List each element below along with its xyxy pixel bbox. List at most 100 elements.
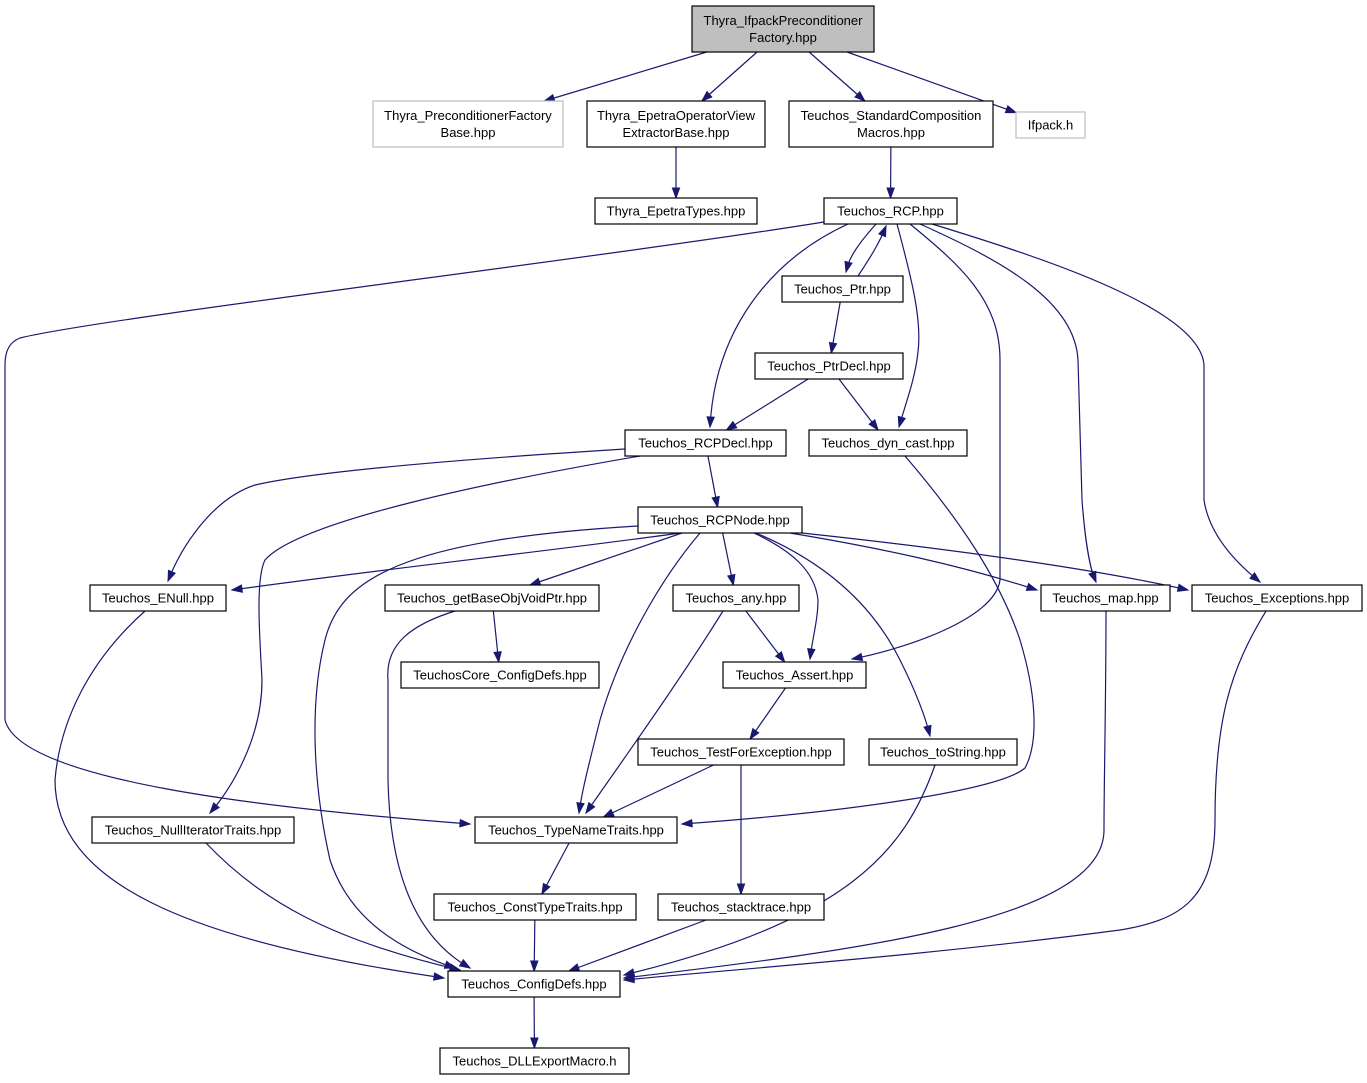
arrowhead-icon bbox=[541, 882, 551, 896]
node-exceptions[interactable]: Teuchos_Exceptions.hpp bbox=[1191, 584, 1363, 612]
node-coreconfig[interactable]: TeuchosCore_ConfigDefs.hpp bbox=[400, 661, 600, 689]
edge-rcp-to-map bbox=[919, 223, 1097, 584]
node-label: Teuchos_TypeNameTraits.hpp bbox=[488, 823, 664, 838]
edge-line bbox=[919, 223, 1097, 583]
node-nulliter[interactable]: Teuchos_NullIteratorTraits.hpp bbox=[91, 816, 295, 844]
edge-line bbox=[231, 532, 681, 591]
edge-configdefs-to-dllexport bbox=[530, 996, 539, 1050]
node-box bbox=[672, 584, 800, 612]
edge-rcpnode-to-exceptions bbox=[801, 532, 1190, 592]
node-label: Teuchos_ENull.hpp bbox=[102, 591, 214, 606]
node-box bbox=[637, 506, 803, 534]
node-rcpdecl[interactable]: Teuchos_RCPDecl.hpp bbox=[624, 429, 787, 457]
node-box bbox=[781, 275, 904, 303]
edge-stdcomp-to-rcp bbox=[886, 146, 895, 200]
arrowhead-icon bbox=[736, 883, 746, 896]
arrowhead-icon bbox=[1088, 570, 1097, 584]
node-configdefs[interactable]: Teuchos_ConfigDefs.hpp bbox=[447, 970, 621, 998]
arrowhead-icon bbox=[528, 577, 542, 586]
node-box bbox=[823, 197, 958, 225]
node-label: Teuchos_Assert.hpp bbox=[736, 668, 854, 683]
node-box bbox=[637, 738, 845, 766]
edge-dyncast-to-typename bbox=[680, 455, 1035, 828]
arrowhead-icon bbox=[167, 569, 176, 583]
edge-ptrdecl-to-dyncast bbox=[838, 378, 879, 432]
arrowhead-icon bbox=[432, 972, 446, 981]
edge-rcpnode-to-typename bbox=[576, 532, 701, 815]
arrowhead-icon bbox=[1176, 583, 1190, 592]
edge-rcpdecl-to-nulliter bbox=[209, 455, 641, 815]
arrowhead-icon bbox=[602, 808, 615, 818]
node-assert[interactable]: Teuchos_Assert.hpp bbox=[722, 661, 867, 689]
edge-line bbox=[568, 919, 707, 972]
node-label: Teuchos_TestForException.hpp bbox=[650, 745, 831, 760]
node-typename[interactable]: Teuchos_TypeNameTraits.hpp bbox=[474, 816, 678, 844]
edge-exceptions-to-configdefs bbox=[622, 610, 1267, 984]
node-label: Teuchos_Ptr.hpp bbox=[794, 282, 891, 297]
node-opview[interactable]: Thyra_EpetraOperatorViewExtractorBase.hp… bbox=[586, 100, 766, 148]
node-box bbox=[433, 893, 637, 921]
edge-consttype-to-configdefs bbox=[529, 919, 539, 973]
edge-line bbox=[623, 610, 1107, 979]
node-label: Teuchos_StandardComposition bbox=[801, 108, 982, 123]
arrowhead-icon bbox=[209, 802, 221, 815]
edge-rcpnode-to-getbase bbox=[528, 532, 683, 586]
edge-root-to-opview bbox=[700, 51, 758, 102]
arrowhead-icon bbox=[878, 224, 887, 238]
node-box bbox=[89, 584, 227, 612]
node-label: Thyra_PreconditionerFactory bbox=[384, 108, 552, 123]
edge-line bbox=[755, 532, 931, 737]
edge-root-to-precfactory bbox=[542, 51, 707, 103]
arrowhead-icon bbox=[807, 648, 816, 661]
node-label: Teuchos_toString.hpp bbox=[880, 745, 1006, 760]
node-tostring[interactable]: Teuchos_toString.hpp bbox=[868, 738, 1018, 766]
edge-rcpnode-to-enull bbox=[230, 532, 681, 593]
node-label: Teuchos_DLLExportMacro.h bbox=[452, 1054, 616, 1069]
edge-rcp-to-ptr bbox=[844, 223, 877, 274]
edge-typename-to-consttype bbox=[541, 842, 570, 896]
node-label: Teuchos_any.hpp bbox=[686, 591, 787, 606]
edge-line bbox=[623, 610, 1267, 981]
node-consttype[interactable]: Teuchos_ConstTypeTraits.hpp bbox=[433, 893, 637, 921]
arrowhead-icon bbox=[726, 573, 736, 587]
edge-ptr-to-rcp bbox=[857, 224, 887, 277]
node-stacktrace[interactable]: Teuchos_stacktrace.hpp bbox=[657, 893, 825, 921]
node-ptr[interactable]: Teuchos_Ptr.hpp bbox=[781, 275, 904, 303]
node-label: Ifpack.h bbox=[1028, 118, 1074, 133]
node-dyncast[interactable]: Teuchos_dyn_cast.hpp bbox=[808, 429, 968, 457]
node-any[interactable]: Teuchos_any.hpp bbox=[672, 584, 800, 612]
node-box bbox=[439, 1047, 630, 1075]
edge-line bbox=[603, 764, 714, 818]
node-rcp[interactable]: Teuchos_RCP.hpp bbox=[823, 197, 958, 225]
node-box bbox=[447, 970, 621, 998]
node-ptrdecl[interactable]: Teuchos_PtrDecl.hpp bbox=[754, 352, 904, 380]
arrowhead-icon bbox=[850, 652, 864, 662]
edge-getbase-to-coreconfig bbox=[492, 610, 502, 664]
node-dllexport[interactable]: Teuchos_DLLExportMacro.h bbox=[439, 1047, 630, 1075]
arrowhead-icon bbox=[622, 968, 636, 977]
node-enull[interactable]: Teuchos_ENull.hpp bbox=[89, 584, 227, 612]
node-map[interactable]: Teuchos_map.hpp bbox=[1040, 584, 1171, 612]
node-epetratypes[interactable]: Thyra_EpetraTypes.hpp bbox=[594, 197, 758, 225]
edge-enull-to-configdefs bbox=[54, 610, 446, 981]
node-label: Teuchos_PtrDecl.hpp bbox=[767, 359, 891, 374]
node-label: Factory.hpp bbox=[749, 30, 817, 45]
arrowhead-icon bbox=[230, 584, 243, 593]
edge-rcp-to-typename bbox=[4, 221, 825, 828]
edge-testforexc-to-typename bbox=[602, 764, 714, 818]
edge-line bbox=[931, 223, 1261, 583]
edge-line bbox=[701, 51, 758, 102]
node-box bbox=[808, 429, 968, 457]
edge-root-to-stdcomp bbox=[808, 51, 866, 102]
arrowhead-icon bbox=[1004, 105, 1018, 114]
node-testforexc[interactable]: Teuchos_TestForException.hpp bbox=[637, 738, 845, 766]
node-rcpnode[interactable]: Teuchos_RCPNode.hpp bbox=[637, 506, 803, 534]
arrowhead-icon bbox=[706, 416, 715, 429]
arrowhead-icon bbox=[458, 958, 472, 969]
arrowhead-icon bbox=[622, 974, 635, 984]
node-getbase[interactable]: Teuchos_getBaseObjVoidPtr.hpp bbox=[384, 584, 600, 612]
node-label: Teuchos_RCPNode.hpp bbox=[650, 513, 789, 528]
